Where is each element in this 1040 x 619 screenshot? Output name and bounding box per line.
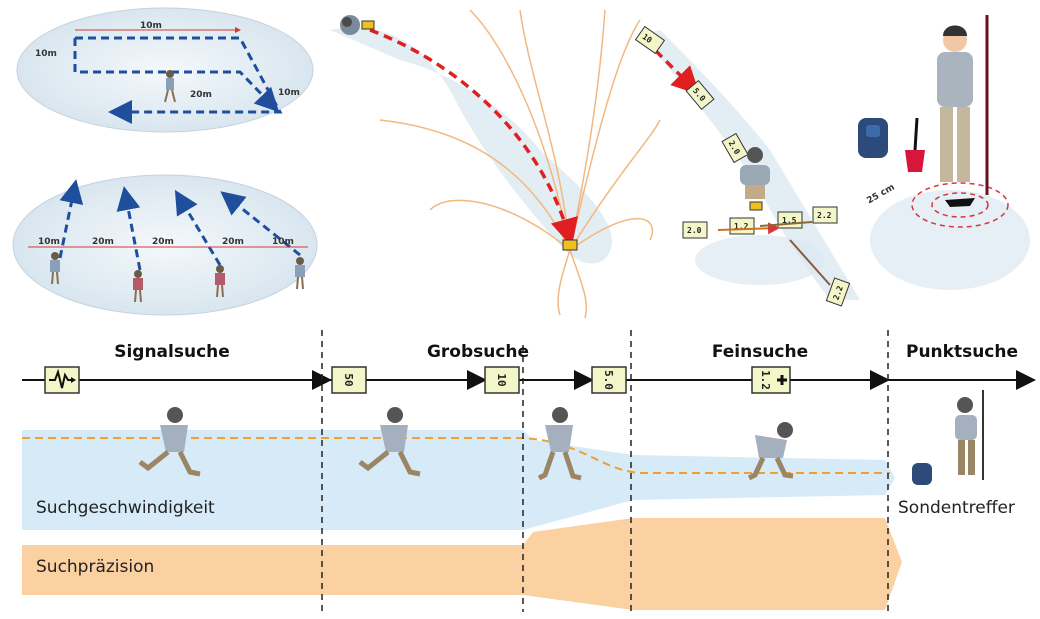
speed-trend-line: [22, 437, 890, 474]
grid-search-single-illustration: 10m 10m 20m 10m: [16, 7, 314, 133]
beacon-display-icon: 1.2: [751, 366, 791, 394]
fine-search-tags: 10 5.0 2.0 2.0 1.2 1.5 2.2 2.2: [634, 25, 851, 307]
backpack-icon: [912, 463, 932, 485]
device-reading-coarse-c: 5.0: [602, 370, 615, 390]
beacon-display-icon: 5.0: [591, 366, 627, 394]
phase-title-signalsuche: Signalsuche: [114, 342, 230, 362]
grid-label-top: 10m: [140, 21, 162, 31]
beacon-display-icon: 10: [484, 366, 520, 394]
searcher-figure-icon: [740, 147, 770, 211]
searcher-figure-icon: [164, 70, 176, 103]
precision-band-label: Suchpräzision: [36, 557, 154, 577]
searcher-figure-icon: [937, 25, 973, 182]
beacon-display-icon: 50: [331, 366, 367, 394]
grid-bottom-label-2: 20m: [92, 237, 114, 247]
grid-search-team-illustration: 10m 20m 20m 20m 10m: [12, 174, 318, 316]
speed-band: [22, 430, 895, 530]
grid-bottom-label-5: 10m: [272, 237, 294, 247]
fine-search-illustration: 10 5.0 2.0 2.0 1.2 1.5 2.2 2.2: [634, 25, 860, 307]
grid-bottom-label-1: 10m: [38, 237, 60, 247]
phase-title-feinsuche: Feinsuche: [712, 342, 808, 362]
phase-title-grobsuche: Grobsuche: [427, 342, 529, 362]
grid-label-left: 10m: [35, 49, 57, 59]
precision-band: [22, 518, 902, 610]
searcher-figure-icon: [138, 390, 984, 481]
device-reading-fine: 1.2: [759, 370, 772, 390]
svg-text:1.5: 1.5: [782, 216, 797, 225]
probe-spacing-label: 25 cm: [865, 182, 896, 206]
device-reading-coarse-b: 10: [495, 373, 508, 386]
pinpoint-probe-illustration: 25 cm: [858, 15, 1030, 290]
phase-separators: [321, 330, 889, 612]
svg-text:2.2: 2.2: [817, 211, 832, 220]
searcher-figure-icon: [340, 15, 375, 35]
backpack-icon: [858, 118, 888, 158]
grid-bottom-label-3: 20m: [152, 237, 174, 247]
svg-text:1.2: 1.2: [734, 222, 749, 231]
beacon-display-icon: [562, 239, 578, 251]
grid-label-middle: 20m: [190, 90, 212, 100]
device-reading-coarse-a: 50: [342, 373, 355, 386]
shovel-icon: [905, 117, 925, 172]
coarse-search-illustration: [330, 9, 661, 319]
grid-label-right: 10m: [278, 88, 300, 98]
probe-hit-label: Sondentreffer: [898, 498, 1015, 518]
signal-wave-icon: [44, 366, 80, 394]
phase-title-punktsuche: Punktsuche: [906, 342, 1018, 362]
grid-bottom-label-4: 20m: [222, 237, 244, 247]
svg-text:2.0: 2.0: [687, 226, 702, 235]
speed-band-label: Suchgeschwindigkeit: [36, 498, 215, 518]
searcher-figure-icon: [50, 252, 305, 303]
